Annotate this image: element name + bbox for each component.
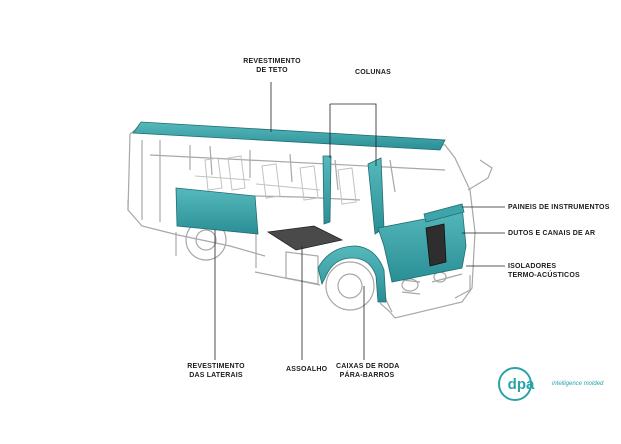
label-roof-lining: REVESTIMENTO DE TETO [240,57,304,75]
teal-parts [132,121,467,303]
front-wheel [325,261,375,311]
label-wheel-arches: CAIXAS DE RODA PÁRA-BARROS [336,362,400,380]
dpa-logo-mark: dpa [498,367,535,401]
logo-tagline: intelligence molded [552,381,604,387]
label-insulators-line1: ISOLADORES [508,263,557,270]
floor-part [266,225,344,251]
roof-lining-part [132,121,446,151]
label-side-lining: REVESTIMENTO DAS LATERAIS [184,362,248,380]
leader-lines [214,82,505,360]
label-side-lining-line1: REVESTIMENTO [187,363,245,370]
bus-body-outline [127,127,493,319]
label-wheel-arches-line2: PÁRA-BARROS [339,372,395,379]
label-floor: ASSOALHO [286,366,328,373]
label-roof-lining-line1: REVESTIMENTO [243,58,301,65]
label-insulators-line2: TERMO-ACÚSTICOS [508,272,580,279]
leader-columns [329,103,377,166]
dpa-logo-text: dpa [508,376,535,393]
label-ducts: DUTOS E CANAIS DE AR [508,230,596,237]
label-roof-lining-line2: DE TETO [256,67,288,74]
label-dash-panels: PAINEIS DE INSTRUMENTOS [508,204,610,211]
side-lining-part [175,187,259,235]
label-side-lining-line2: DAS LATERAIS [189,372,243,379]
dpa-logo: dpa [497,366,549,402]
duct-part [425,223,447,267]
column-left [322,155,332,225]
label-insulators: ISOLADORES TERMO-ACÚSTICOS [508,262,580,280]
interior-seats [194,155,357,205]
label-wheel-arches-line1: CAIXAS DE RODA [336,363,400,370]
label-columns: COLUNAS [355,69,392,76]
column-right [367,157,385,235]
wheel-arch-part [317,245,387,303]
front-panel-part [377,205,467,283]
